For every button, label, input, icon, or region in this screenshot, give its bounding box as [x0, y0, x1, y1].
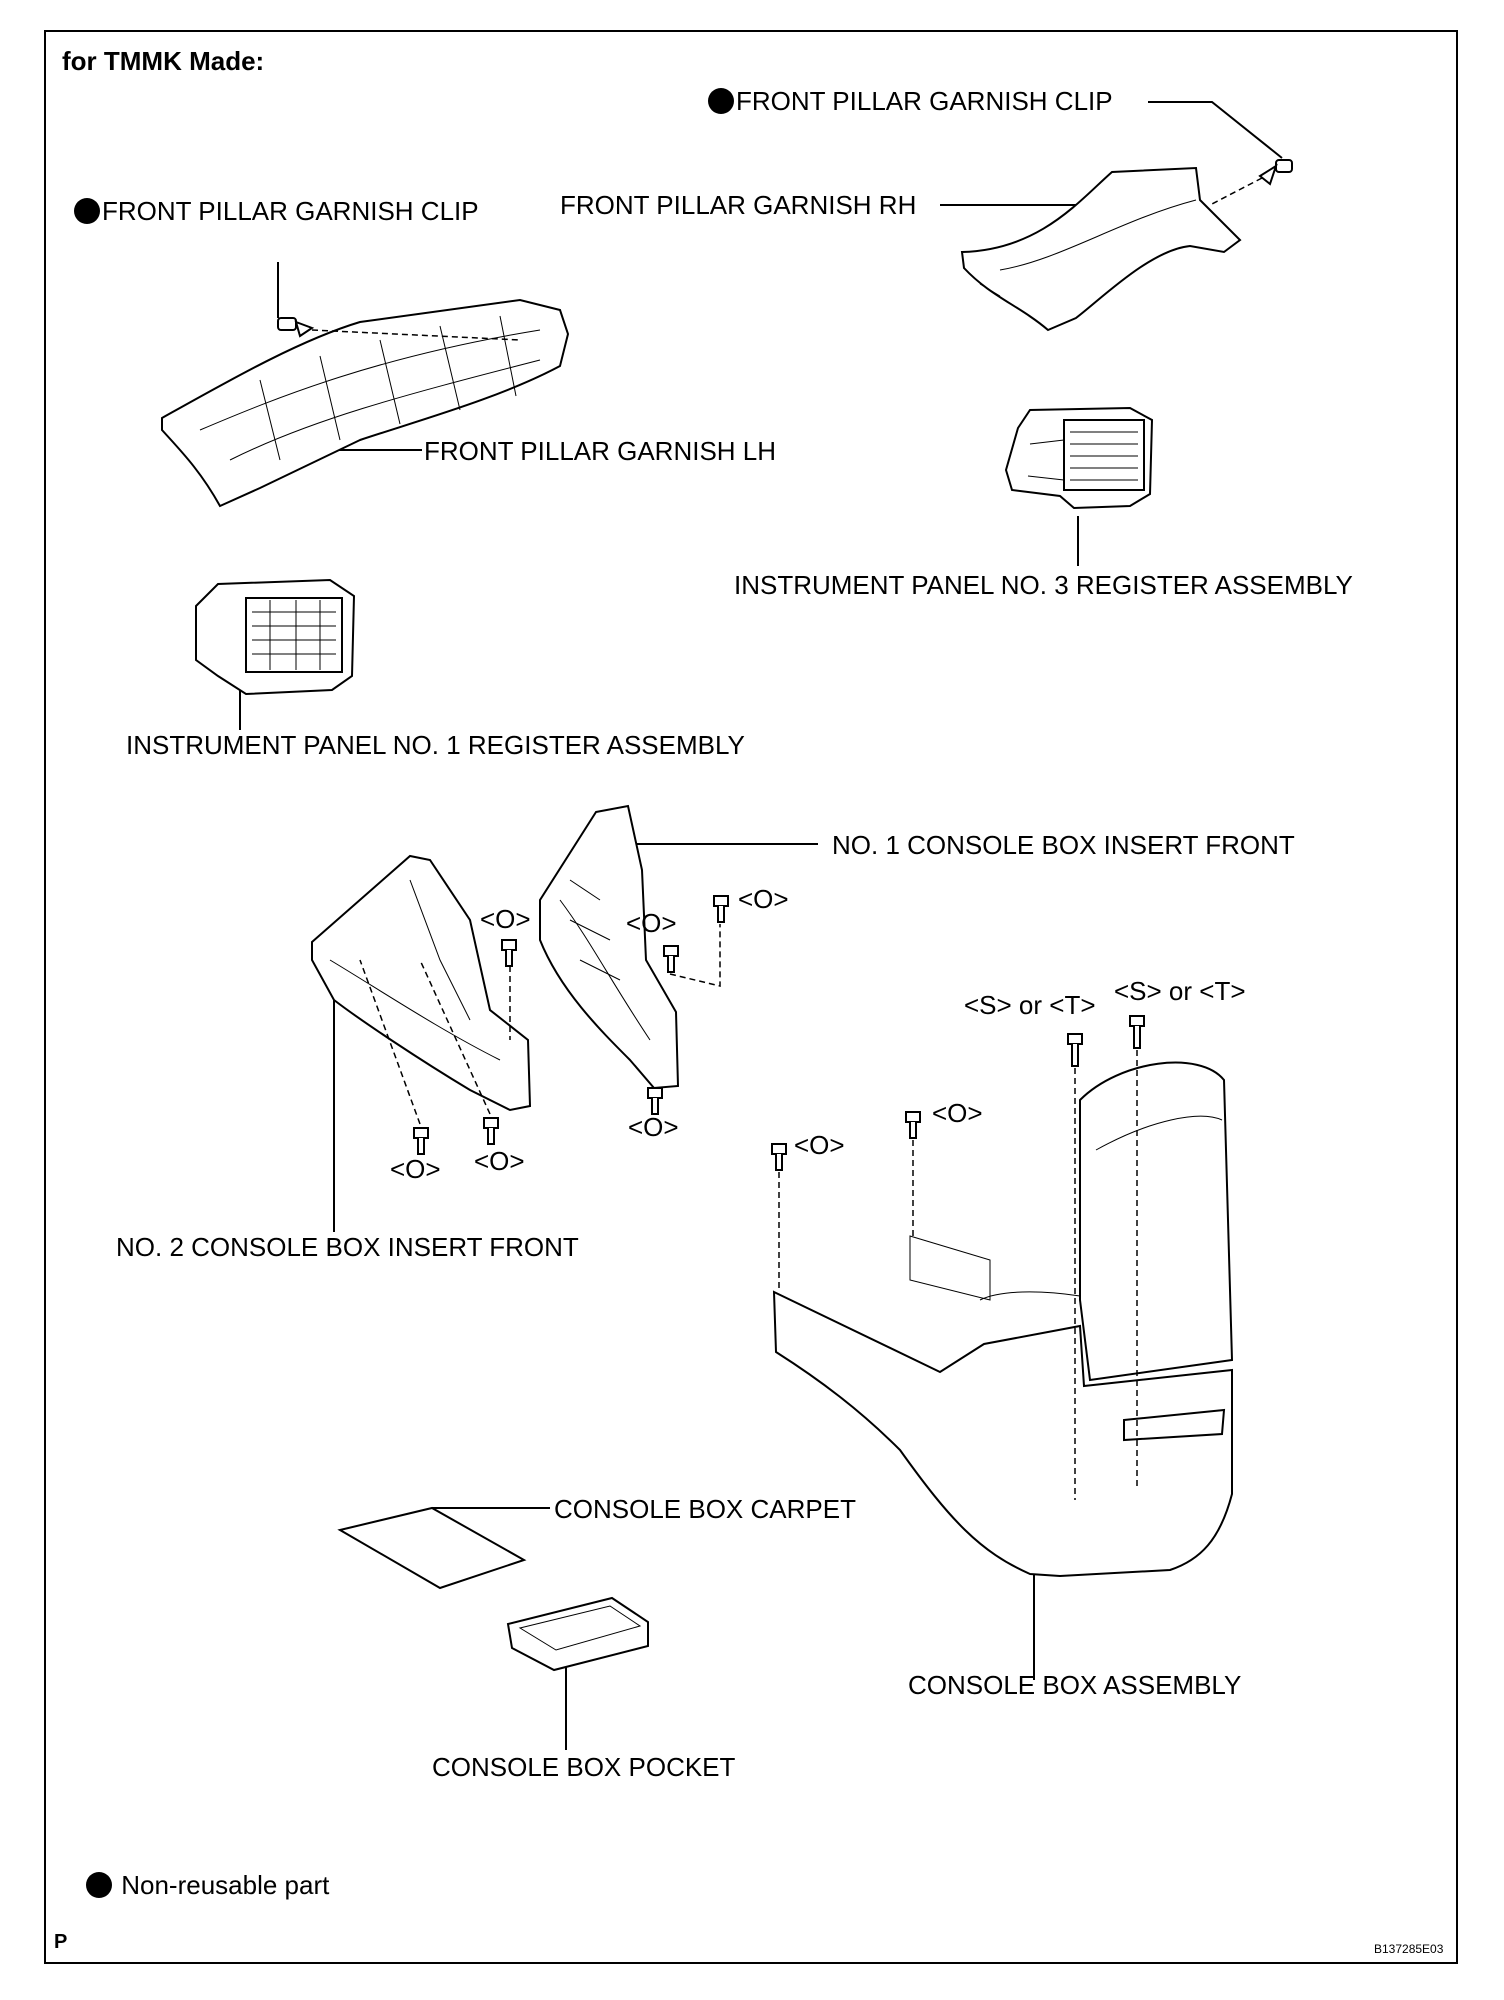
fastener-code: <O>: [480, 904, 531, 934]
label-garnish-rh: FRONT PILLAR GARNISH RH: [560, 190, 917, 220]
leader-clip-rh: [1148, 101, 1283, 159]
fastener-code: <O>: [738, 884, 789, 914]
figure-code: B137285E03: [1374, 1942, 1444, 1956]
label-register-no1: INSTRUMENT PANEL NO. 1 REGISTER ASSEMBLY: [126, 730, 745, 760]
clip-lh-icon: [277, 317, 315, 338]
label-clip-rh: FRONT PILLAR GARNISH CLIP: [708, 86, 1113, 116]
non-reusable-dot-icon: [86, 1872, 112, 1898]
label-garnish-lh: FRONT PILLAR GARNISH LH: [424, 436, 777, 466]
fastener-code: <O>: [626, 908, 677, 938]
label-clip-lh: FRONT PILLAR GARNISH CLIP: [74, 196, 479, 226]
fastener-code: <O>: [474, 1146, 525, 1176]
label-insert-no1: NO. 1 CONSOLE BOX INSERT FRONT: [832, 830, 1295, 860]
console-box-carpet: [337, 1506, 527, 1590]
label-insert-no2: NO. 2 CONSOLE BOX INSERT FRONT: [116, 1232, 579, 1262]
legend-non-reusable-text: Non-reusable part: [121, 1870, 330, 1900]
legend-non-reusable: Non-reusable part: [86, 1870, 329, 1900]
label-console-pocket: CONSOLE BOX POCKET: [432, 1752, 736, 1782]
no2-console-box-insert-front: [311, 854, 532, 1112]
non-reusable-dot-icon: [708, 88, 734, 114]
front-pillar-garnish-rh: [960, 166, 1242, 332]
front-pillar-garnish-lh: [161, 298, 570, 508]
fastener-code: <O>: [932, 1098, 983, 1128]
fastener-code: <O>: [628, 1112, 679, 1142]
fastener-code: <O>: [794, 1130, 845, 1160]
label-console-carpet: CONSOLE BOX CARPET: [554, 1494, 856, 1524]
page-mark: P: [54, 1931, 68, 1953]
clip-rh-icon: [1258, 159, 1293, 186]
page-heading: for TMMK Made:: [62, 46, 265, 76]
no1-console-box-insert-front: [539, 804, 680, 1090]
label-clip-lh-text: FRONT PILLAR GARNISH CLIP: [102, 196, 479, 226]
label-console-assembly: CONSOLE BOX ASSEMBLY: [908, 1670, 1242, 1700]
fastener-code: <S> or <T>: [1114, 976, 1246, 1006]
fastener-code: <S> or <T>: [964, 990, 1096, 1020]
fastener-code: <O>: [390, 1154, 441, 1184]
register-no1-assembly: [195, 578, 356, 696]
register-no3-assembly: [1004, 406, 1154, 510]
console-box-pocket: [506, 1596, 649, 1672]
screw-icons-inserts: [413, 895, 729, 1155]
non-reusable-dot-icon: [74, 198, 100, 224]
diagram-frame: [44, 30, 1458, 1964]
label-clip-rh-text: FRONT PILLAR GARNISH CLIP: [736, 86, 1113, 116]
screw-icons-console: [771, 1015, 1145, 1171]
label-register-no3: INSTRUMENT PANEL NO. 3 REGISTER ASSEMBLY: [734, 570, 1353, 600]
console-box-assembly: [772, 1061, 1234, 1578]
